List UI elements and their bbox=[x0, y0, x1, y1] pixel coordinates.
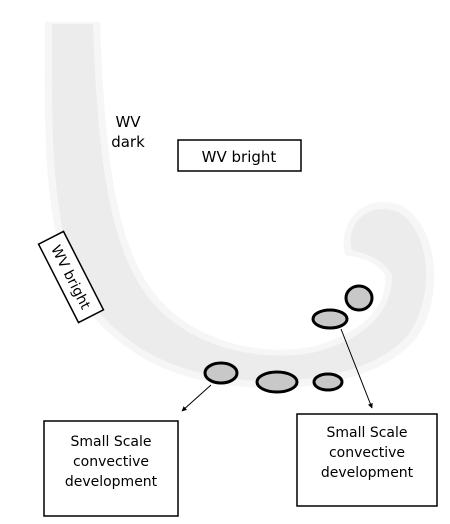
box-right-line2: convective bbox=[329, 445, 405, 461]
box-right: Small Scale convective development bbox=[296, 413, 438, 507]
wv-bright-top-box: WV bright bbox=[177, 139, 302, 172]
box-left-line3: development bbox=[65, 474, 158, 490]
wv-dark-band bbox=[44, 22, 435, 389]
cell-1 bbox=[203, 361, 239, 385]
box-left: Small Scale convective development bbox=[43, 420, 179, 517]
box-right-line1: Small Scale bbox=[327, 425, 408, 441]
convective-cells bbox=[203, 284, 374, 394]
box-left-line2: convective bbox=[73, 454, 149, 470]
arrow-right bbox=[340, 328, 373, 409]
box-right-line3: development bbox=[321, 465, 414, 481]
wv-dark-label-line2: dark bbox=[111, 133, 145, 151]
box-left-line1: Small Scale bbox=[71, 434, 152, 450]
wv-bright-top-label: WV bright bbox=[202, 148, 277, 166]
cell-4 bbox=[311, 308, 349, 330]
cell-5 bbox=[344, 284, 374, 312]
cell-2 bbox=[255, 370, 299, 394]
wv-dark-label-line1: WV bbox=[115, 113, 141, 131]
arrow-left bbox=[181, 384, 212, 412]
cell-3 bbox=[312, 372, 344, 392]
